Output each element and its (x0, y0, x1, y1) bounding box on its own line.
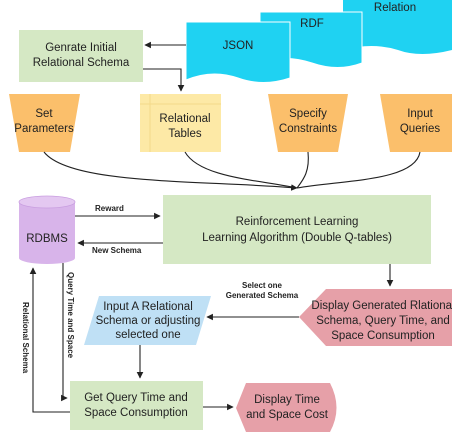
json-document: JSON (185, 21, 291, 83)
input-schema-line3: selected one (115, 329, 180, 341)
display-time-line1: Display Time (254, 394, 320, 406)
specify-constraints-shape: Specify Constraints (268, 94, 348, 152)
display-time-shape: Display Time and Space Cost (236, 383, 337, 432)
arrow-parameters-to-merge (43, 151, 298, 191)
display-generated-line1: Display Generated Rlational (311, 300, 452, 312)
display-generated-shape: Display Generated Rlational Schema, Quer… (299, 289, 452, 346)
input-queries-line2: Queries (400, 123, 441, 135)
rdbms-label: RDBMS (26, 233, 68, 245)
get-query-time-box: Get Query Time and Space Consumption (70, 381, 203, 430)
generated-schema-label: Generated Schema (226, 291, 299, 300)
set-parameters-line1: Set (35, 108, 53, 120)
connectors (29, 41, 421, 413)
relational-tables-line2: Tables (168, 128, 201, 140)
generate-initial-schema-box: Genrate Initial Relational Schema (19, 30, 143, 82)
get-query-line2: Space Consumption (84, 407, 188, 419)
set-parameters-shape: Set Parameters (9, 94, 80, 152)
arrow-rdbms-to-getquery (61, 263, 68, 402)
generate-line1: Genrate Initial (45, 42, 117, 54)
specify-constraints-line1: Specify (289, 108, 327, 120)
arrow-generate-to-tables (143, 68, 185, 92)
reinforcement-learning-box: Reinforcement Learning Learning Algorith… (163, 195, 431, 264)
arrow-constraints-to-merge (296, 151, 309, 189)
relation-document: Relation (343, 0, 452, 54)
arrow-tables-to-merge (184, 151, 298, 189)
generate-line2: Relational Schema (33, 57, 130, 69)
arrow-queries-to-merge (296, 151, 421, 189)
relational-schema-label: Relational Schema (21, 302, 30, 374)
relational-tables-line1: Relational (159, 113, 210, 125)
display-generated-line3: Space Consumption (331, 330, 435, 342)
input-queries-line1: Input (407, 108, 433, 120)
rdbms-cylinder: RDBMS (18, 195, 76, 264)
arrow-getquery-to-rdbms (29, 267, 70, 413)
input-schema-shape: Input A Relational Schema or adjusting s… (84, 296, 211, 345)
json-label: JSON (223, 40, 254, 52)
display-generated-line2: Schema, Query Time, and (316, 315, 450, 327)
specify-constraints-line2: Constraints (279, 123, 337, 135)
set-parameters-line2: Parameters (14, 123, 74, 135)
relation-label: Relation (374, 2, 416, 14)
display-time-line2: and Space Cost (246, 409, 329, 421)
rl-line2: Learning Algorithm (Double Q-tables) (202, 232, 392, 244)
get-query-line1: Get Query Time and (84, 392, 188, 404)
select-one-label: Select one (242, 281, 283, 290)
input-schema-line1: Input A Relational (103, 301, 193, 313)
input-schema-line2: Schema or adjusting (96, 315, 201, 327)
new-schema-label: New Schema (92, 246, 142, 255)
query-time-space-label: Query Time and Space (66, 272, 75, 359)
rl-line1: Reinforcement Learning (236, 216, 359, 228)
reward-label: Reward (95, 204, 124, 213)
rdf-label: RDF (300, 18, 324, 30)
relational-tables-shape: Relational Tables (140, 94, 221, 152)
input-queries-shape: Input Queries (380, 94, 452, 152)
